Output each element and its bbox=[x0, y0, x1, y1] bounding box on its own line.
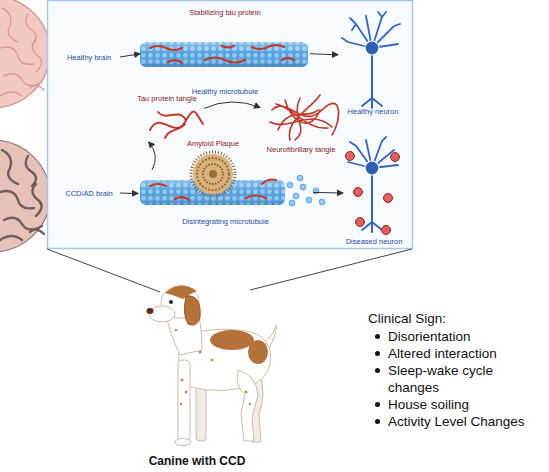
node-label: Neurofibrillary tangle bbox=[248, 145, 354, 154]
diagram-node: Tau protein tangle bbox=[130, 94, 204, 142]
list-item: Altered interaction bbox=[388, 345, 497, 362]
zoom-panel bbox=[48, 1, 413, 249]
callout-label: Amyloid Plaque bbox=[180, 139, 246, 148]
bullet-dot bbox=[375, 351, 380, 356]
list-item: Sleep-wake cycle changes bbox=[388, 362, 528, 396]
arrow-connector bbox=[120, 193, 138, 195]
list-row: Disorientation bbox=[368, 328, 549, 345]
disintegrating-microtubule bbox=[140, 175, 325, 206]
arrow-connector bbox=[120, 54, 140, 57]
node-label: Healthy neuron bbox=[326, 107, 420, 116]
amyloid-plaque bbox=[191, 152, 235, 196]
bullet-dot bbox=[375, 334, 380, 339]
node-label: Diseased neuron bbox=[331, 237, 417, 246]
list-row: Altered interaction bbox=[368, 345, 549, 362]
diagram-node: Diseased neuron bbox=[343, 140, 405, 246]
healthy-neuron bbox=[342, 12, 400, 108]
arrow-connector bbox=[149, 142, 156, 170]
diagram-node: CCD/AD brain bbox=[58, 188, 120, 198]
list-row: House soiling bbox=[368, 396, 549, 413]
list-item: House soiling bbox=[388, 396, 469, 413]
figure-caption: Canine with CCD bbox=[137, 454, 257, 468]
node-label: Stabilizing tau protein bbox=[128, 8, 322, 17]
list-row: Activity Level Changes bbox=[368, 413, 549, 430]
node-label: Healthy brain bbox=[46, 53, 132, 62]
diagram-node: Neurofibrillary tangle bbox=[260, 92, 342, 154]
diagram-node: Disintegrating microtubule bbox=[138, 170, 313, 226]
list-item: Activity Level Changes bbox=[388, 413, 525, 430]
healthy-microtubule bbox=[140, 42, 308, 67]
diseased-brain bbox=[0, 140, 50, 252]
arrow-connector bbox=[313, 192, 343, 194]
zoom-line bbox=[47, 249, 412, 292]
diseased-neuron bbox=[346, 137, 400, 235]
healthy-brain bbox=[0, 0, 50, 108]
bullet-dot bbox=[375, 402, 380, 407]
diagram-node: Healthy brain bbox=[58, 52, 120, 62]
dog-illustration bbox=[147, 285, 277, 445]
node-label: Disintegrating microtubule bbox=[126, 217, 325, 226]
bullet-dot bbox=[375, 419, 380, 424]
node-label: Tau protein tangle bbox=[118, 94, 216, 103]
neurofibrillary-tangle bbox=[270, 95, 339, 140]
list-row: Sleep-wake cycle changes bbox=[368, 362, 549, 396]
diagram-node: Healthy neuron bbox=[338, 14, 408, 116]
list-heading: Clinical Sign: bbox=[368, 310, 549, 327]
node-label: CCD/AD brain bbox=[46, 189, 132, 198]
diagram-node: Stabilizing tau proteinHealthy microtubu… bbox=[140, 8, 310, 96]
bullet-dot bbox=[375, 368, 380, 373]
sign-list: Clinical Sign:DisorientationAltered inte… bbox=[368, 310, 549, 430]
list-item: Disorientation bbox=[388, 328, 471, 345]
arrow-connector bbox=[310, 54, 338, 55]
arrow-connector bbox=[204, 102, 260, 108]
tau-tangle bbox=[150, 111, 203, 138]
